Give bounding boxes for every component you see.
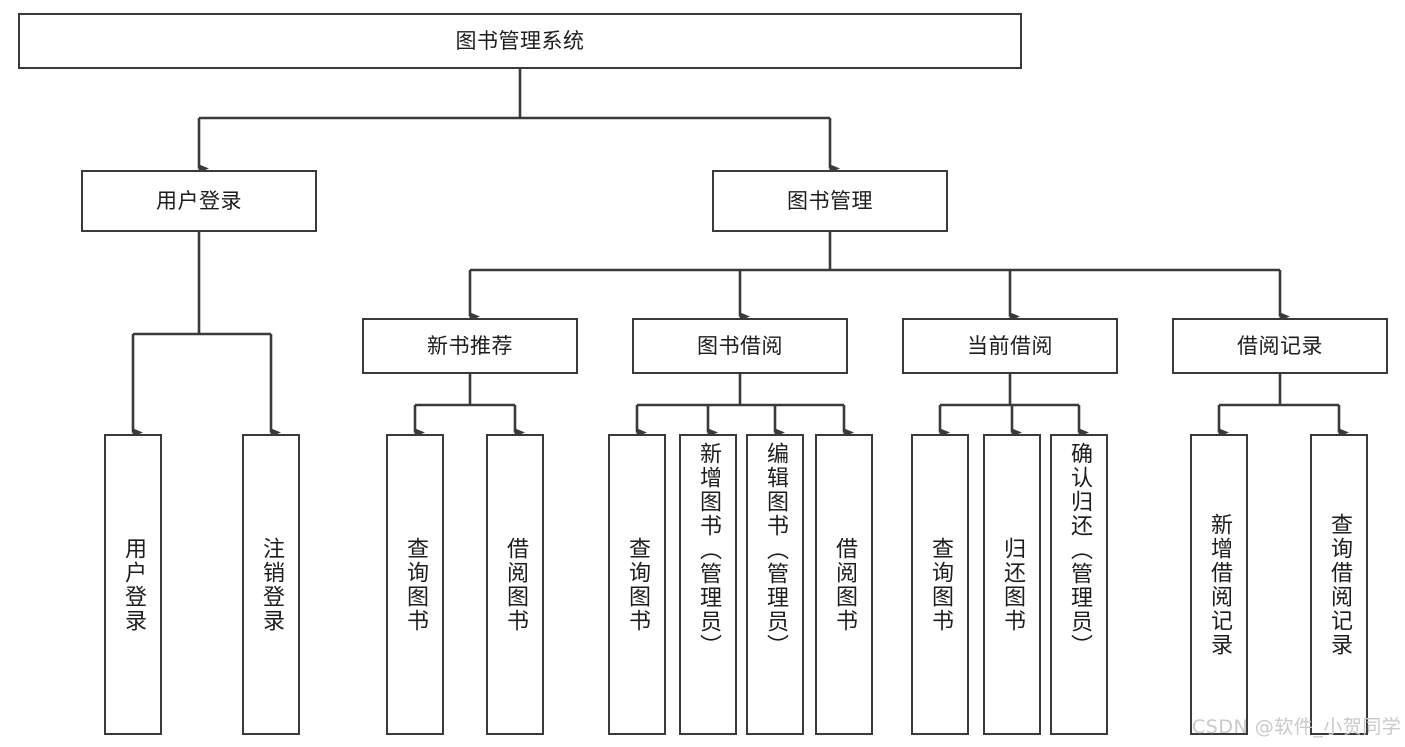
node-leaf-user-login-label: 用户登录	[121, 536, 146, 633]
node-book-manage[interactable]: 图书管理	[712, 170, 948, 232]
node-borrow-record-label: 借阅记录	[1237, 333, 1323, 358]
node-leaf-logout-label: 注销登录	[259, 536, 284, 633]
node-leaf-confirm-return-label: 确认归还（管理员）	[1067, 442, 1092, 658]
node-leaf-query-book-3-label: 查询图书	[928, 536, 953, 633]
node-new-book-recommend[interactable]: 新书推荐	[362, 318, 578, 374]
node-leaf-query-book-3[interactable]: 查询图书	[911, 434, 969, 735]
node-current-borrow-label: 当前借阅	[967, 333, 1053, 358]
node-book-borrow[interactable]: 图书借阅	[632, 318, 848, 374]
node-leaf-query-book-1-label: 查询图书	[403, 536, 428, 633]
node-leaf-edit-book-label: 编辑图书（管理员）	[763, 442, 788, 658]
node-borrow-record[interactable]: 借阅记录	[1172, 318, 1388, 374]
node-root[interactable]: 图书管理系统	[18, 13, 1022, 69]
node-leaf-borrow-book-2[interactable]: 借阅图书	[815, 434, 873, 735]
node-leaf-borrow-book-2-label: 借阅图书	[832, 536, 857, 633]
node-user-login-label: 用户登录	[156, 188, 242, 213]
node-current-borrow[interactable]: 当前借阅	[902, 318, 1118, 374]
node-new-book-recommend-label: 新书推荐	[427, 333, 513, 358]
node-leaf-confirm-return[interactable]: 确认归还（管理员）	[1050, 434, 1108, 735]
node-leaf-return-book-label: 归还图书	[1000, 536, 1025, 633]
node-leaf-query-book-2-label: 查询图书	[625, 536, 650, 633]
node-leaf-return-book[interactable]: 归还图书	[983, 434, 1041, 735]
node-leaf-query-record-label: 查询借阅记录	[1327, 512, 1352, 657]
node-leaf-borrow-book-1-label: 借阅图书	[503, 536, 528, 633]
node-book-borrow-label: 图书借阅	[697, 333, 783, 358]
node-leaf-borrow-book-1[interactable]: 借阅图书	[486, 434, 544, 735]
node-leaf-query-record[interactable]: 查询借阅记录	[1310, 434, 1368, 735]
node-book-manage-label: 图书管理	[787, 188, 873, 213]
node-leaf-query-book-2[interactable]: 查询图书	[608, 434, 666, 735]
node-root-label: 图书管理系统	[455, 28, 585, 53]
node-leaf-edit-book[interactable]: 编辑图书（管理员）	[746, 434, 804, 735]
node-leaf-add-book[interactable]: 新增图书（管理员）	[679, 434, 737, 735]
node-leaf-query-book-1[interactable]: 查询图书	[386, 434, 444, 735]
csdn-watermark: CSDN @软件_小贺同学	[1192, 716, 1402, 738]
edge-group	[131, 69, 1349, 437]
node-leaf-add-record[interactable]: 新增借阅记录	[1190, 434, 1248, 735]
node-leaf-logout[interactable]: 注销登录	[242, 434, 300, 735]
node-leaf-add-book-label: 新增图书（管理员）	[696, 442, 721, 658]
node-leaf-user-login[interactable]: 用户登录	[104, 434, 162, 735]
node-user-login[interactable]: 用户登录	[81, 170, 317, 232]
node-leaf-add-record-label: 新增借阅记录	[1207, 512, 1232, 657]
